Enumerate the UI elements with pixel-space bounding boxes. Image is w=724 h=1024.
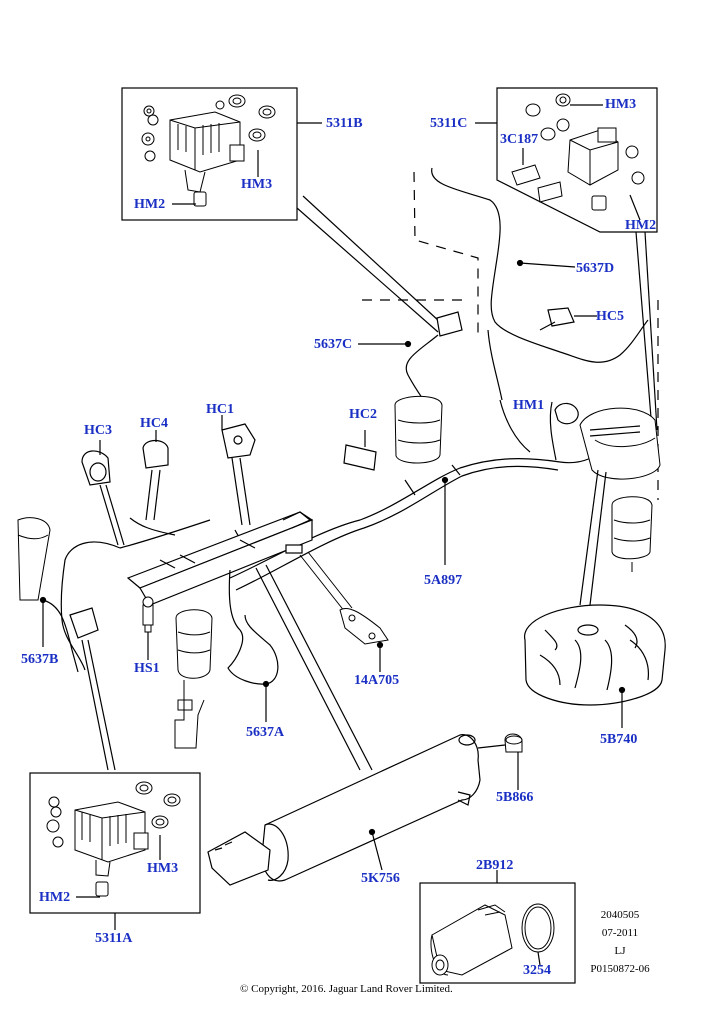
label-5637c: 5637C (314, 337, 353, 352)
clip-hc1-icon (221, 423, 256, 459)
clip-hc2-icon (343, 444, 377, 471)
meta-date: 07-2011 (601, 927, 639, 939)
pipe-5637c (405, 334, 439, 403)
label-hc4: HC4 (140, 416, 168, 431)
front-right-strut-icon (174, 609, 213, 749)
label-3254: 3254 (523, 963, 551, 978)
valve-block-5311b-icon (141, 94, 276, 207)
label-hc5: HC5 (596, 309, 624, 324)
air-tank-5b740-icon (524, 604, 666, 706)
copyright-notice: © Copyright, 2016. Jaguar Land Rover Lim… (240, 983, 453, 995)
cross-member-icon (126, 511, 314, 606)
clip-hc4-icon (142, 439, 169, 469)
pipe-5637b (60, 541, 121, 671)
label-hc1: HC1 (206, 402, 234, 417)
label-5637d: 5637D (576, 261, 615, 276)
label-3c187: 3C187 (500, 132, 539, 147)
label-hm3-5311a: HM3 (147, 861, 179, 876)
label-5b740: 5B740 (600, 732, 638, 747)
air-tank-5k756-icon (207, 734, 481, 886)
cap-5b866-icon (504, 733, 523, 753)
label-hs1: HS1 (134, 661, 160, 676)
label-2b912: 2B912 (476, 858, 514, 873)
label-5b866: 5B866 (496, 790, 534, 805)
label-14a705: 14A705 (354, 673, 400, 688)
label-hc3: HC3 (84, 423, 112, 438)
label-5637a: 5637A (246, 725, 285, 740)
label-5311b: 5311B (326, 116, 363, 131)
rear-right-spring-icon (611, 496, 653, 572)
meta-model: LJ (614, 945, 626, 957)
label-hm1: HM1 (513, 398, 545, 413)
valve-block-5311a-icon (46, 781, 181, 897)
label-5k756: 5K756 (361, 871, 400, 886)
pipe-5637d (431, 167, 649, 363)
clip-hc5-icon (547, 307, 575, 327)
rear-air-spring-icon (394, 395, 443, 464)
label-5311a: 5311A (95, 931, 133, 946)
label-hm2-5311b: HM2 (134, 197, 166, 212)
reservoir-top-icon (579, 407, 661, 480)
inset-box-5311b (121, 87, 298, 221)
label-hm2-5311c: HM2 (625, 218, 657, 233)
label-5311c: 5311C (430, 116, 468, 131)
label-hm3-top-right: HM3 (605, 97, 637, 112)
label-5637b: 5637B (21, 652, 59, 667)
sensor-hs1-icon (142, 596, 154, 633)
front-left-strut-icon (17, 517, 51, 601)
meta-illustration-id: P0150872-06 (590, 963, 650, 975)
label-hm3-5311b: HM3 (241, 177, 273, 192)
label-5a897: 5A897 (424, 573, 463, 588)
bracket-14a705-icon (299, 551, 389, 645)
pipe-5637a (227, 569, 279, 685)
valve-block-5311c-icon (511, 93, 645, 211)
label-hc2: HC2 (349, 407, 377, 422)
compressor-2b912-icon (430, 903, 555, 976)
inset-box-5311c (496, 87, 658, 233)
bracket-hm1-icon (554, 402, 579, 425)
label-hm2-5311a: HM2 (39, 890, 71, 905)
meta-code: 2040505 (600, 909, 640, 921)
clip-hc3-icon (81, 450, 111, 486)
